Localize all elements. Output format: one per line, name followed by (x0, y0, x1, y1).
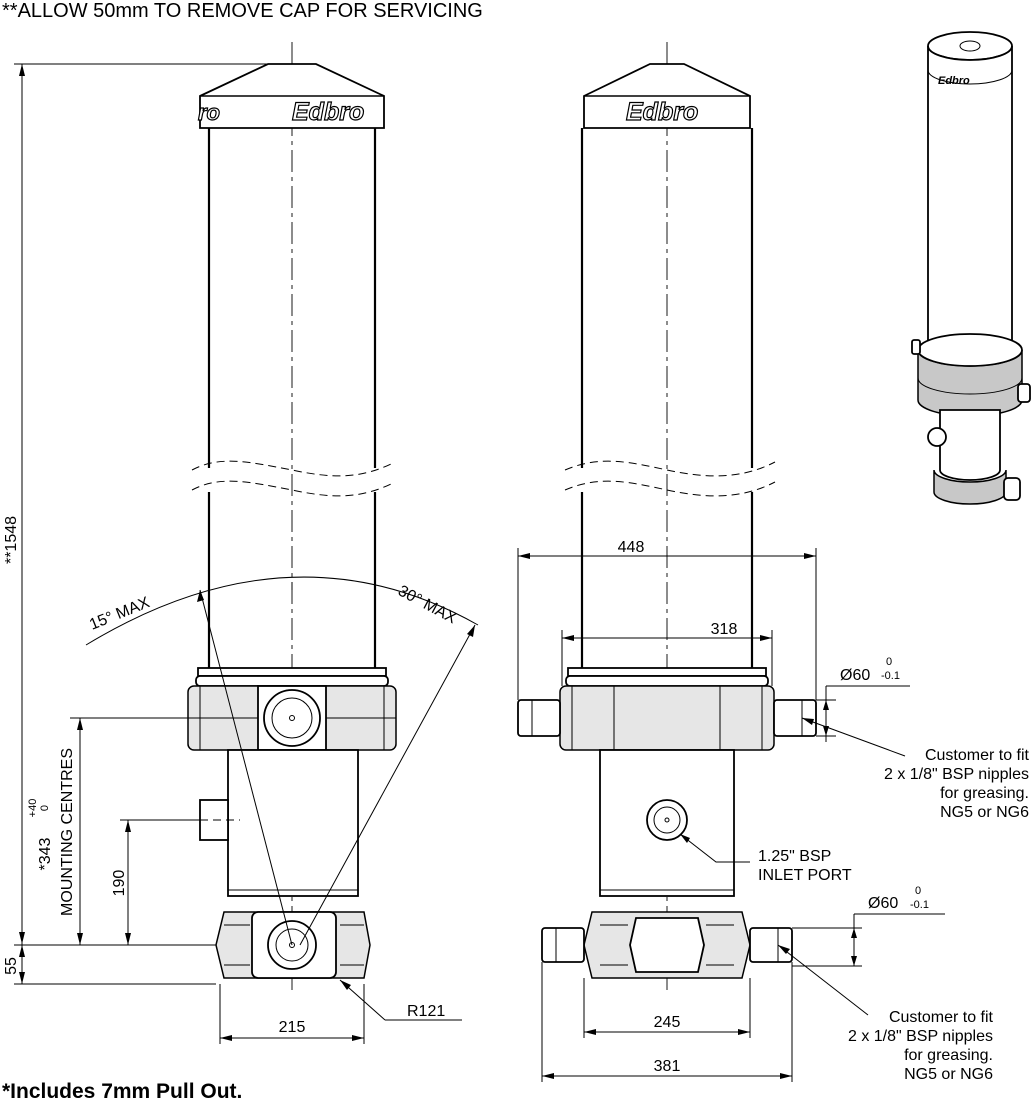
svg-text:for greasing.: for greasing. (940, 785, 1029, 802)
front-bottom-pin-left (541, 927, 585, 963)
top-ring-width-dim: 318 (711, 621, 738, 638)
front-view: Edbro (517, 42, 1030, 1083)
overall-height-dim: **1548 (3, 516, 20, 564)
inlet-note-line2: INLET PORT (758, 867, 852, 884)
mounting-tol-lower: 0 (39, 805, 51, 811)
bottom-pin-tol-upper: 0 (915, 885, 921, 897)
mounting-tol-upper: +40 (27, 799, 39, 818)
grease-note-bottom: Customer to fit 2 x 1/8" BSP nipples for… (848, 1009, 994, 1083)
bottom-pin-diameter: Ø60 (868, 895, 898, 912)
svg-text:Customer to fit: Customer to fit (925, 747, 1030, 764)
svg-text:2 x 1/8" BSP nipples: 2 x 1/8" BSP nipples (848, 1028, 993, 1045)
top-pin-diameter: Ø60 (840, 667, 870, 684)
front-top-pin-right (773, 699, 817, 737)
side-view: Edbro ro (3, 42, 479, 1044)
inlet-height-dim: 190 (111, 870, 128, 897)
base-width-dim: 215 (279, 1019, 306, 1036)
front-top-trunnion-block (559, 685, 775, 751)
footer-note: *Includes 7mm Pull Out. (2, 1080, 242, 1100)
grease-note-top: Customer to fit 2 x 1/8" BSP nipples for… (884, 747, 1030, 821)
front-brand-logo: Edbro (626, 98, 698, 126)
angle-left-label: 15° MAX (87, 594, 152, 634)
mounting-centres-label: MOUNTING CENTRES (59, 748, 76, 916)
svg-text:NG5 or NG6: NG5 or NG6 (940, 804, 1029, 821)
bottom-block-width-dim: 245 (654, 1014, 681, 1031)
svg-text:2 x 1/8" BSP nipples: 2 x 1/8" BSP nipples (884, 766, 1029, 783)
side-brand-logo-partial: ro (198, 100, 220, 125)
front-inlet-port (646, 799, 688, 841)
base-height-dim: 55 (3, 957, 20, 975)
top-trunnion-span-dim: 448 (618, 539, 645, 556)
angle-right-label: 30° MAX (395, 583, 459, 628)
bottom-pin-tol-lower: -0.1 (910, 899, 929, 911)
mounting-centres-value: *343 (37, 837, 54, 870)
iso-brand-logo: Edbro (938, 75, 970, 87)
front-top-pin-left (517, 699, 561, 737)
top-pin-tol-upper: 0 (886, 656, 892, 668)
header-note: **ALLOW 50mm TO REMOVE CAP FOR SERVICING (2, 0, 483, 22)
radius-dim: R121 (407, 1003, 445, 1020)
svg-text:for greasing.: for greasing. (904, 1047, 993, 1064)
isometric-view: Edbro (911, 31, 1031, 505)
svg-text:NG5 or NG6: NG5 or NG6 (904, 1066, 993, 1083)
svg-text:Customer to fit: Customer to fit (889, 1009, 994, 1026)
side-brand-logo: Edbro (292, 98, 364, 126)
bottom-trunnion-span-dim: 381 (654, 1058, 681, 1075)
inlet-note-line1: 1.25" BSP (758, 848, 831, 865)
top-pin-tol-lower: -0.1 (881, 670, 900, 682)
front-bottom-pin-right (749, 927, 793, 963)
